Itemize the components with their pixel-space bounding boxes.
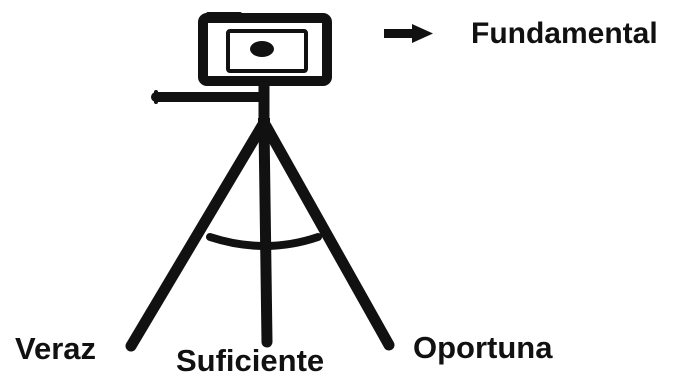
center-leg (264, 126, 267, 342)
label-fundamental: Fundamental (471, 19, 658, 49)
tripod-icon (131, 82, 389, 346)
label-veraz: Veraz (15, 333, 96, 364)
label-oportuna: Oportuna (413, 332, 553, 363)
right-leg (266, 126, 389, 345)
arrow-right-icon (384, 24, 433, 43)
label-suficiente: Suficiente (176, 345, 324, 376)
lens-icon (250, 41, 274, 57)
camera-icon (203, 12, 327, 81)
left-leg (131, 126, 262, 346)
